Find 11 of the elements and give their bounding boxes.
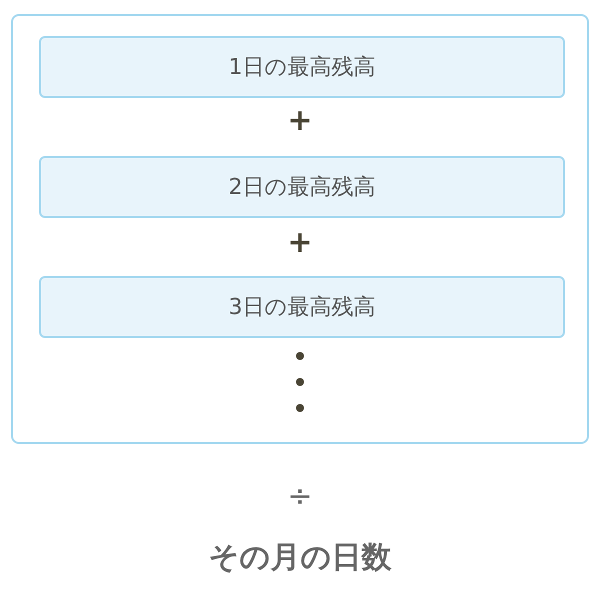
plus-sign: + bbox=[287, 225, 313, 261]
division-sign: ÷ bbox=[287, 479, 313, 515]
box-label: 3日の最高残高 bbox=[228, 294, 376, 322]
box-label: 1日の最高残高 bbox=[228, 54, 376, 82]
plus-sign: + bbox=[287, 103, 313, 139]
text-box bbox=[39, 36, 565, 98]
text-box bbox=[39, 156, 565, 218]
frame-box bbox=[11, 14, 589, 444]
text-box bbox=[39, 276, 565, 338]
caption-text: その月の日数 bbox=[208, 540, 392, 576]
box-label: 2日の最高残高 bbox=[228, 174, 376, 202]
